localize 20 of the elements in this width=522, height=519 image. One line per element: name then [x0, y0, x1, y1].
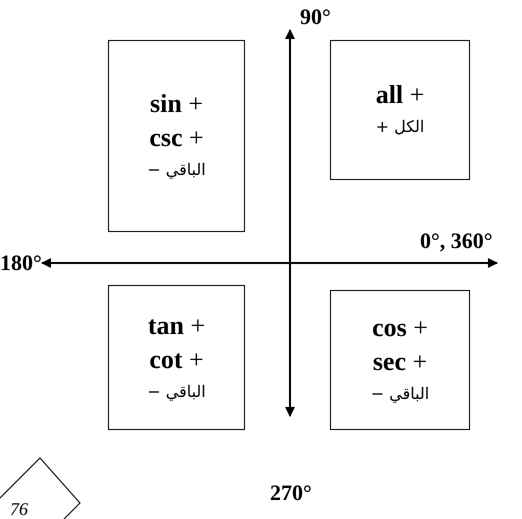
sign-note: الباقي −: [147, 380, 206, 403]
quadrant-box: [108, 40, 245, 232]
quadrant-box: [330, 40, 470, 180]
sign-note: الباقي −: [370, 383, 430, 405]
quadrant-box: [108, 285, 245, 430]
sign-rule: cot +: [149, 344, 204, 376]
angle-label: 270°: [270, 482, 312, 504]
sign-rule: all +: [376, 79, 424, 111]
sign-rule: csc +: [149, 122, 204, 154]
sign-rule: tan +: [148, 310, 206, 342]
sign-rule: sec +: [372, 346, 428, 378]
page-number: 76: [10, 500, 28, 518]
sign-note: الكل +: [376, 116, 424, 138]
angle-label: 180°: [0, 252, 42, 274]
angle-label: 0°, 360°: [420, 230, 493, 252]
quadrant-box: [330, 290, 470, 430]
sign-rule: cos +: [372, 312, 428, 344]
sign-note: الباقي −: [147, 159, 206, 181]
angle-label: 90°: [300, 6, 331, 28]
sign-rule: sin +: [150, 88, 203, 120]
